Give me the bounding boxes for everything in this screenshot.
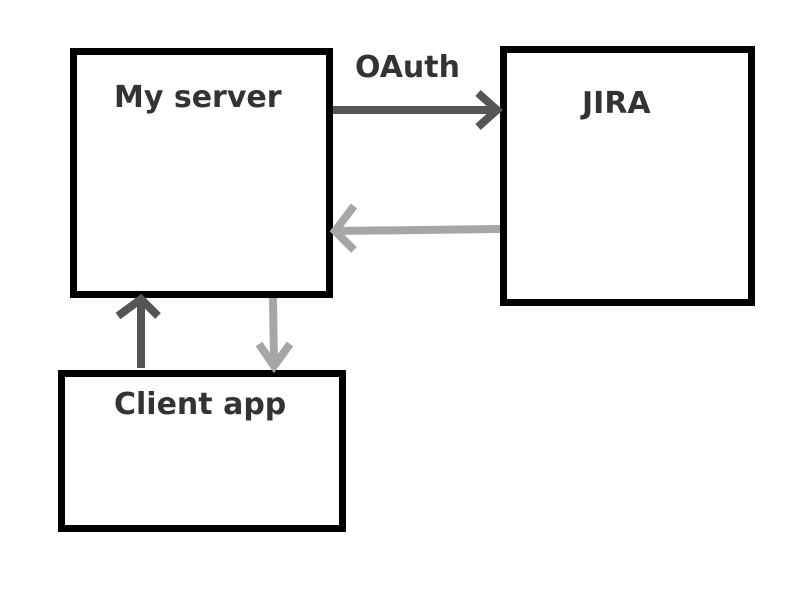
arrow-jira-to-server-shaft	[334, 225, 501, 235]
client-app-box	[58, 370, 346, 532]
arrow-server-to-client	[255, 297, 294, 373]
my-server-label: My server	[114, 80, 282, 115]
arrow-client-to-server-head	[115, 293, 161, 320]
jira-node: JIRA	[500, 46, 755, 306]
arrow-server-to-jira	[333, 90, 503, 130]
arrow-server-to-client-shaft	[269, 297, 278, 367]
jira-label: JIRA	[580, 86, 651, 121]
client-app-label: Client app	[114, 387, 286, 422]
my-server-box	[70, 48, 333, 298]
oauth-label: OAuth	[355, 50, 460, 85]
arrow-jira-to-server-head	[329, 203, 358, 253]
arrow-server-to-jira-head	[475, 90, 503, 130]
my-server-node: My server	[70, 48, 333, 298]
jira-box	[500, 46, 755, 306]
arrow-client-to-server	[115, 293, 161, 368]
arrow-jira-to-server	[329, 203, 501, 253]
arrow-server-to-client-head	[255, 341, 294, 373]
client-app-node: Client app	[58, 370, 346, 532]
